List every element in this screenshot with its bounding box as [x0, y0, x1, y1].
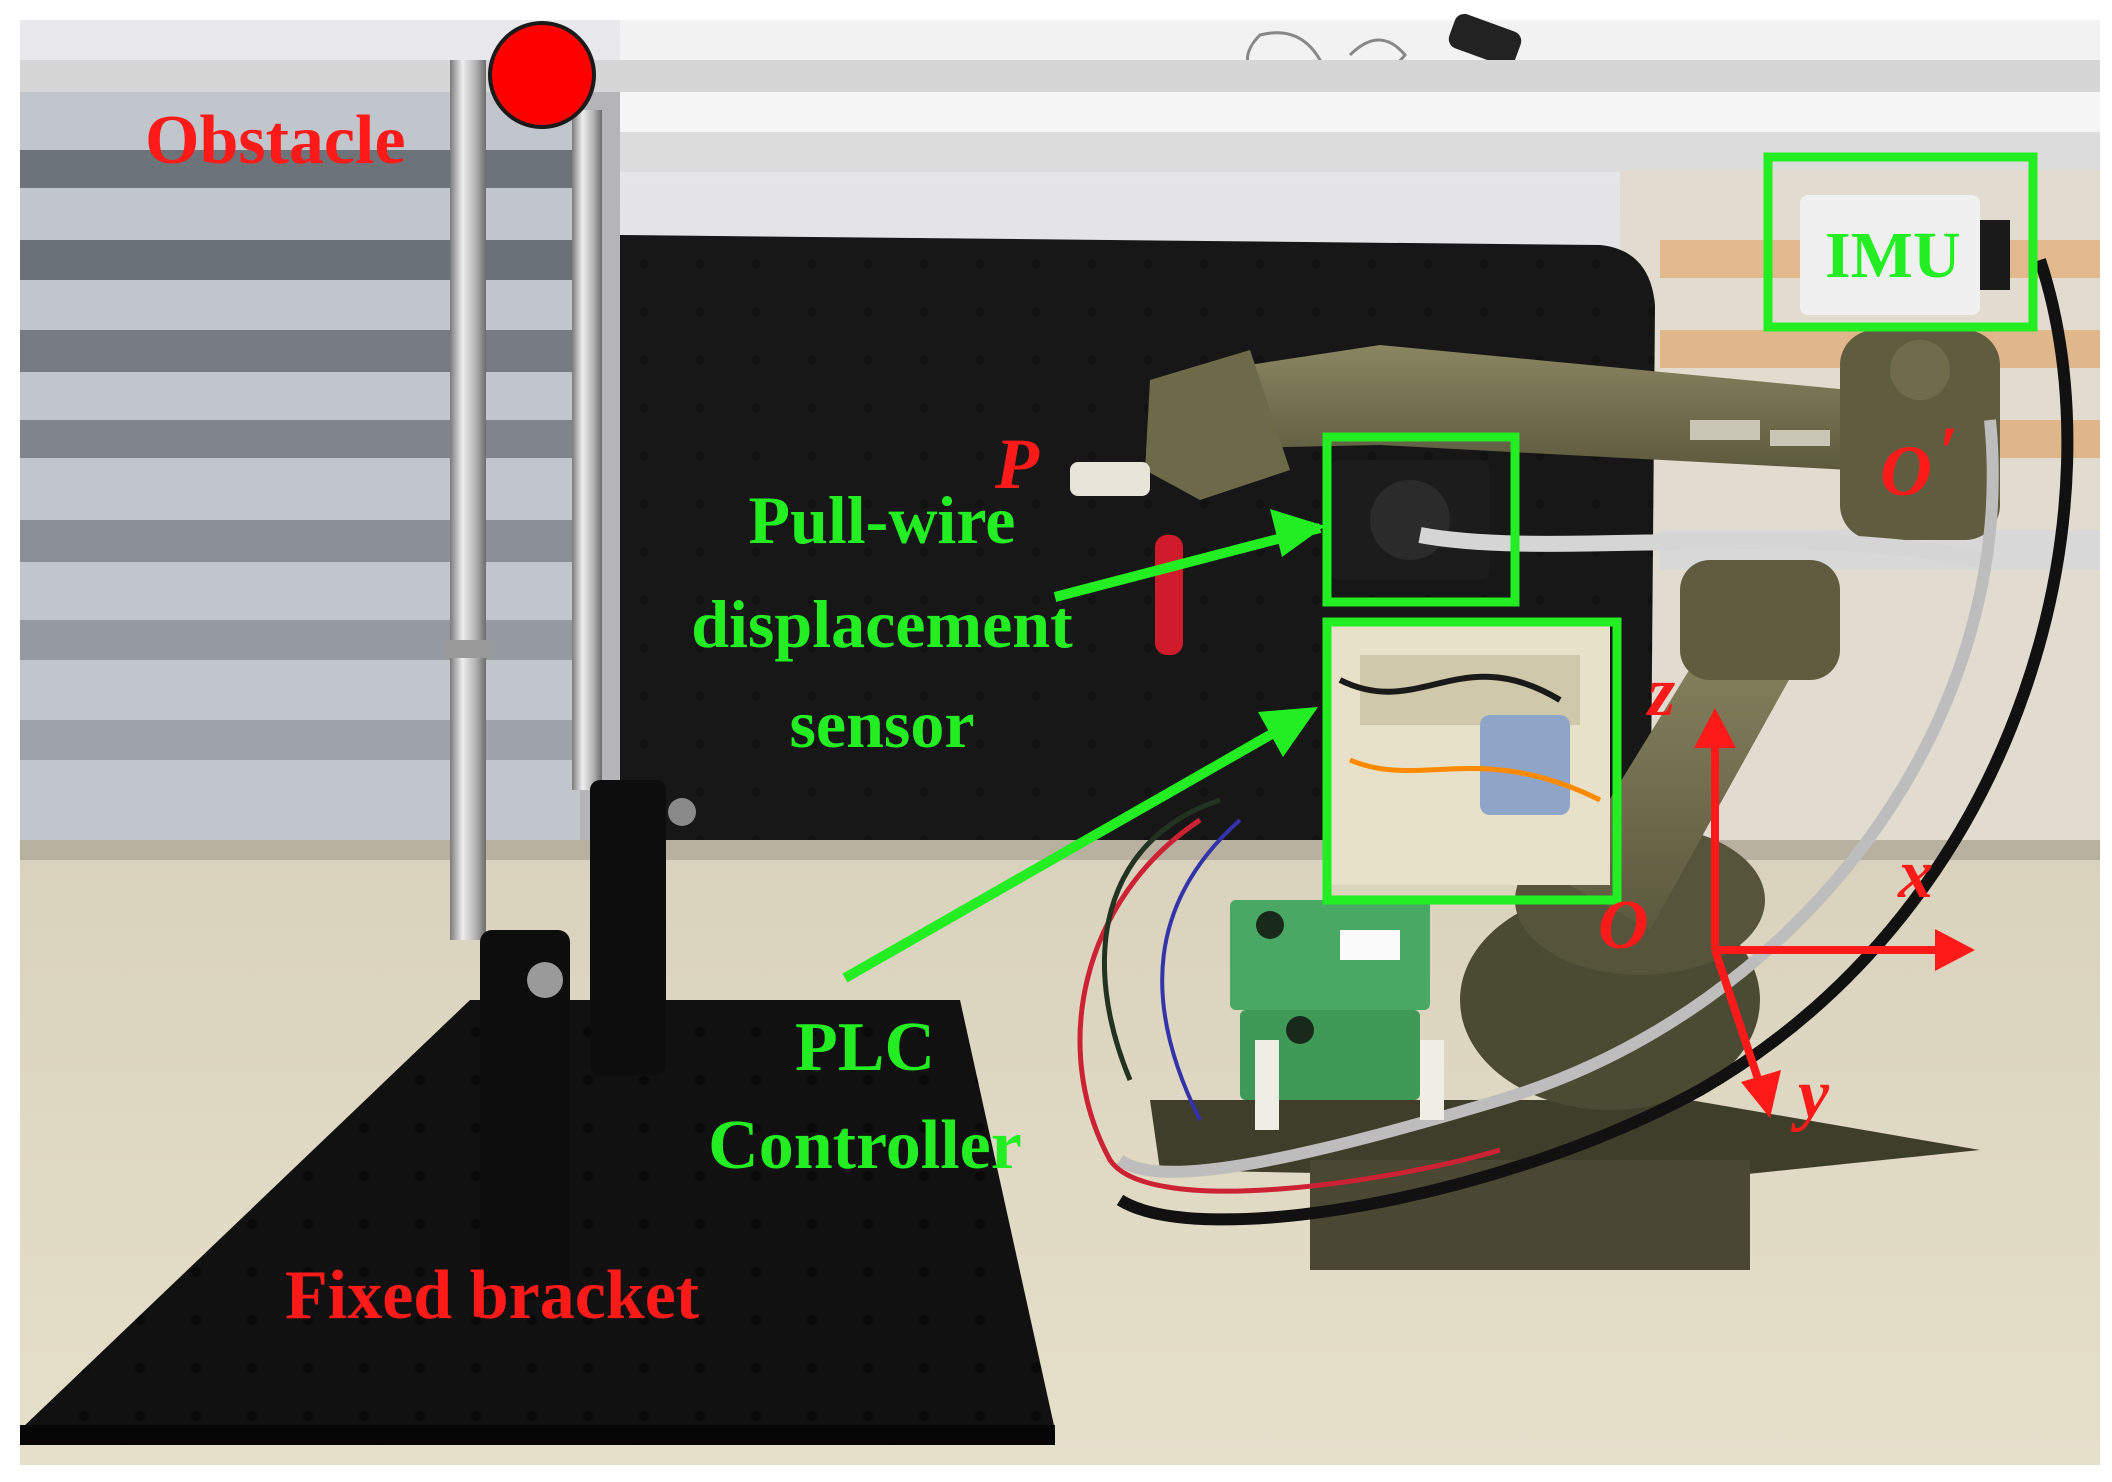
y-axis-arrowhead [1741, 1070, 1781, 1118]
imu-highlight-box [1763, 152, 2038, 332]
y-axis-label: y [1791, 1056, 1830, 1133]
pull-wire-sensor-highlight-box [1322, 432, 1520, 607]
y-axis-line [1711, 948, 1764, 1087]
x-axis-arrowhead [1935, 929, 1975, 971]
obstacle-label: Obstacle [145, 102, 406, 179]
robot-arm-icon [1070, 195, 2074, 1270]
pull-wire-label-line2: displacement [691, 586, 1073, 662]
origin-o-label: O [1598, 887, 1649, 964]
plc-arrowhead [1258, 707, 1318, 757]
point-p-label: P [994, 424, 1040, 504]
obstacle-marker [488, 21, 596, 129]
origin-o-prime-label: O [1880, 431, 1932, 511]
plc-label-line1: PLC [795, 1009, 935, 1086]
fixed-bracket [20, 60, 1055, 1445]
base-coordinate-frame [1694, 708, 1975, 1118]
bracket-rod-icon [450, 60, 486, 940]
fixed-bracket-label: Fixed bracket [285, 1257, 699, 1334]
plc-label-line2: Controller [708, 1107, 1022, 1184]
prime-mark-label: ′ [1938, 412, 1958, 492]
z-axis-label: z [1646, 654, 1675, 731]
pull-wire-arrow [1053, 523, 1322, 602]
z-axis-arrowhead [1694, 708, 1736, 748]
pull-wire-arrowhead [1270, 509, 1325, 557]
imu-label: IMU [1825, 219, 1961, 292]
plc-controller-highlight-box [1322, 617, 1622, 905]
plc-arrow [842, 710, 1308, 983]
pull-wire-label-line3: sensor [789, 686, 974, 762]
pull-wire-label-line1: Pull-wire [749, 482, 1016, 558]
x-axis-label: x [1897, 836, 1933, 913]
